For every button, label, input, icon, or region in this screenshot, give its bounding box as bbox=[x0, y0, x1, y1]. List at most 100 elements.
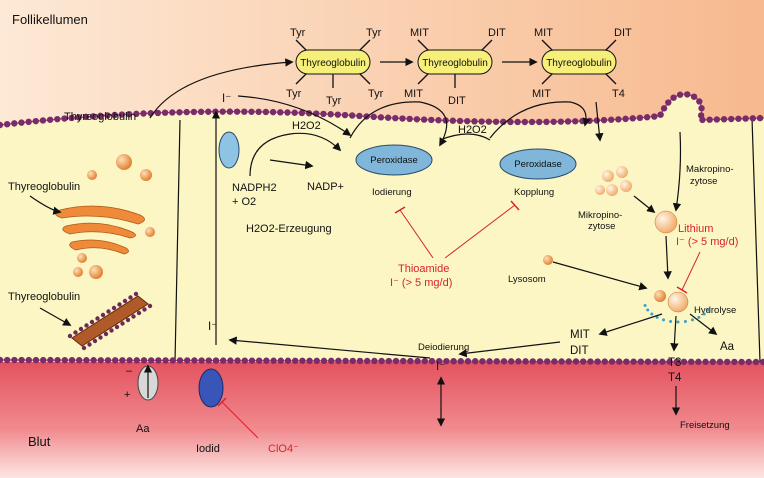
hydrolysis-dot bbox=[662, 318, 666, 322]
membrane-bead bbox=[608, 358, 616, 365]
hydrolysis-dot bbox=[646, 308, 650, 312]
hydrolysis-dots bbox=[643, 303, 710, 324]
membrane-bead bbox=[600, 116, 608, 124]
vesicle bbox=[87, 170, 97, 180]
membrane-bead bbox=[478, 118, 485, 125]
makropino-line2: zytose bbox=[690, 176, 717, 187]
tg2-top-left: MIT bbox=[410, 27, 429, 39]
arrow-h2o2-generation bbox=[249, 132, 342, 177]
aa-right-label: Aa bbox=[720, 341, 735, 353]
membrane-bead bbox=[507, 118, 514, 126]
er-ribosome bbox=[111, 305, 117, 311]
lysosome bbox=[543, 255, 553, 265]
membrane-bead bbox=[521, 118, 529, 126]
membrane-bead bbox=[212, 357, 220, 364]
membrane-bead bbox=[90, 357, 97, 364]
membrane-bead bbox=[486, 358, 493, 365]
membrane-bead bbox=[706, 116, 713, 123]
membrane-bead bbox=[698, 105, 705, 112]
membrane-bead bbox=[421, 357, 428, 365]
membrane-bead bbox=[263, 357, 270, 364]
membrane-bead bbox=[392, 357, 400, 365]
tg-er-label: Thyreoglobulin bbox=[8, 291, 80, 303]
membrane-bead bbox=[652, 358, 659, 365]
arrow-iodide-to-peroxidase bbox=[237, 95, 352, 136]
er-ribosome bbox=[89, 319, 95, 325]
tg2-bottom-left: MIT bbox=[404, 88, 423, 100]
membrane-bead bbox=[97, 112, 104, 120]
plus-sign: + bbox=[124, 389, 130, 401]
arrow-nadp bbox=[269, 159, 314, 170]
membrane-bead bbox=[197, 108, 205, 116]
membrane-bead bbox=[11, 120, 18, 127]
membrane-bead bbox=[3, 120, 11, 128]
arrow-to-phagolysosome bbox=[663, 235, 672, 280]
membrane-bead bbox=[349, 357, 356, 365]
membrane-bead bbox=[97, 357, 105, 364]
mikropino-line2: zytose bbox=[588, 221, 615, 232]
membrane-bead bbox=[364, 357, 371, 365]
membrane-bead bbox=[334, 111, 342, 118]
lithium-line2: I⁻ (> 5 mg/d) bbox=[676, 236, 738, 248]
membrane-bead bbox=[148, 357, 155, 364]
membrane-bead bbox=[234, 357, 241, 364]
golgi-apparatus bbox=[55, 205, 145, 255]
membrane-bead bbox=[32, 117, 39, 125]
membrane-bead bbox=[464, 117, 471, 125]
membrane-bead bbox=[220, 357, 227, 364]
phagosome bbox=[654, 210, 678, 234]
membrane-bead bbox=[522, 358, 529, 365]
membrane-bead bbox=[485, 118, 493, 125]
membrane-beads-basal bbox=[0, 356, 764, 366]
membrane-bead bbox=[104, 357, 112, 364]
membrane-bead bbox=[40, 356, 47, 364]
membrane-bead bbox=[248, 108, 255, 115]
membrane-bead bbox=[630, 358, 637, 365]
tg3-bottom-left: MIT bbox=[532, 88, 551, 100]
membrane-bead bbox=[688, 358, 695, 366]
membrane-bead bbox=[227, 357, 234, 364]
tg-label: Thyreoglobulin bbox=[546, 58, 612, 69]
membrane-bead bbox=[696, 98, 703, 105]
lumen-label: Follikellumen bbox=[12, 12, 88, 27]
membrane-bead bbox=[660, 105, 668, 112]
membrane-bead bbox=[0, 356, 4, 364]
membrane-bead bbox=[673, 358, 680, 365]
membrane-bead bbox=[140, 357, 148, 364]
arrow-to-aa bbox=[689, 313, 718, 336]
arrow-micro-to-phagosome bbox=[633, 195, 656, 214]
membrane-bead bbox=[370, 113, 377, 121]
arrow-to-er bbox=[39, 307, 72, 326]
membrane-bead bbox=[643, 114, 651, 121]
membrane-bead bbox=[269, 108, 277, 116]
membrane-bead bbox=[54, 115, 61, 123]
membrane-bead bbox=[47, 356, 54, 364]
membrane-bead bbox=[205, 108, 212, 115]
membrane-bead bbox=[456, 117, 464, 125]
inhibit-bar-coupling bbox=[510, 200, 520, 211]
nadph-line2: + O2 bbox=[232, 196, 256, 208]
tg-label: Thyreoglobulin bbox=[422, 58, 488, 69]
enzyme-label: Peroxidase bbox=[370, 155, 418, 166]
lysosom-label: Lysosom bbox=[508, 274, 546, 285]
membrane-bead bbox=[623, 358, 630, 365]
membrane-bead bbox=[586, 117, 593, 124]
er-ribosome bbox=[92, 338, 98, 344]
enzyme-caption: Kopplung bbox=[514, 187, 554, 198]
membrane-bead bbox=[248, 357, 256, 364]
iodide-bottom-label: I⁻ bbox=[436, 361, 445, 373]
membrane-bead bbox=[749, 115, 757, 122]
membrane-bead bbox=[82, 113, 90, 121]
tg1-bottom-left: Tyr bbox=[286, 88, 302, 100]
inhibit-bar-perchlorate bbox=[217, 397, 227, 407]
membrane-bead bbox=[320, 357, 328, 365]
peroxidase-coupling: Peroxidase Kopplung bbox=[439, 101, 591, 198]
membrane-bead bbox=[665, 99, 672, 106]
membrane-bead bbox=[515, 358, 522, 365]
membrane-bead bbox=[176, 357, 184, 364]
membrane-bead bbox=[450, 357, 457, 365]
membrane-bead bbox=[579, 117, 586, 125]
er-ribosome bbox=[125, 317, 131, 323]
arrow-to-golgi bbox=[29, 195, 62, 215]
membrane-bead bbox=[75, 114, 83, 121]
